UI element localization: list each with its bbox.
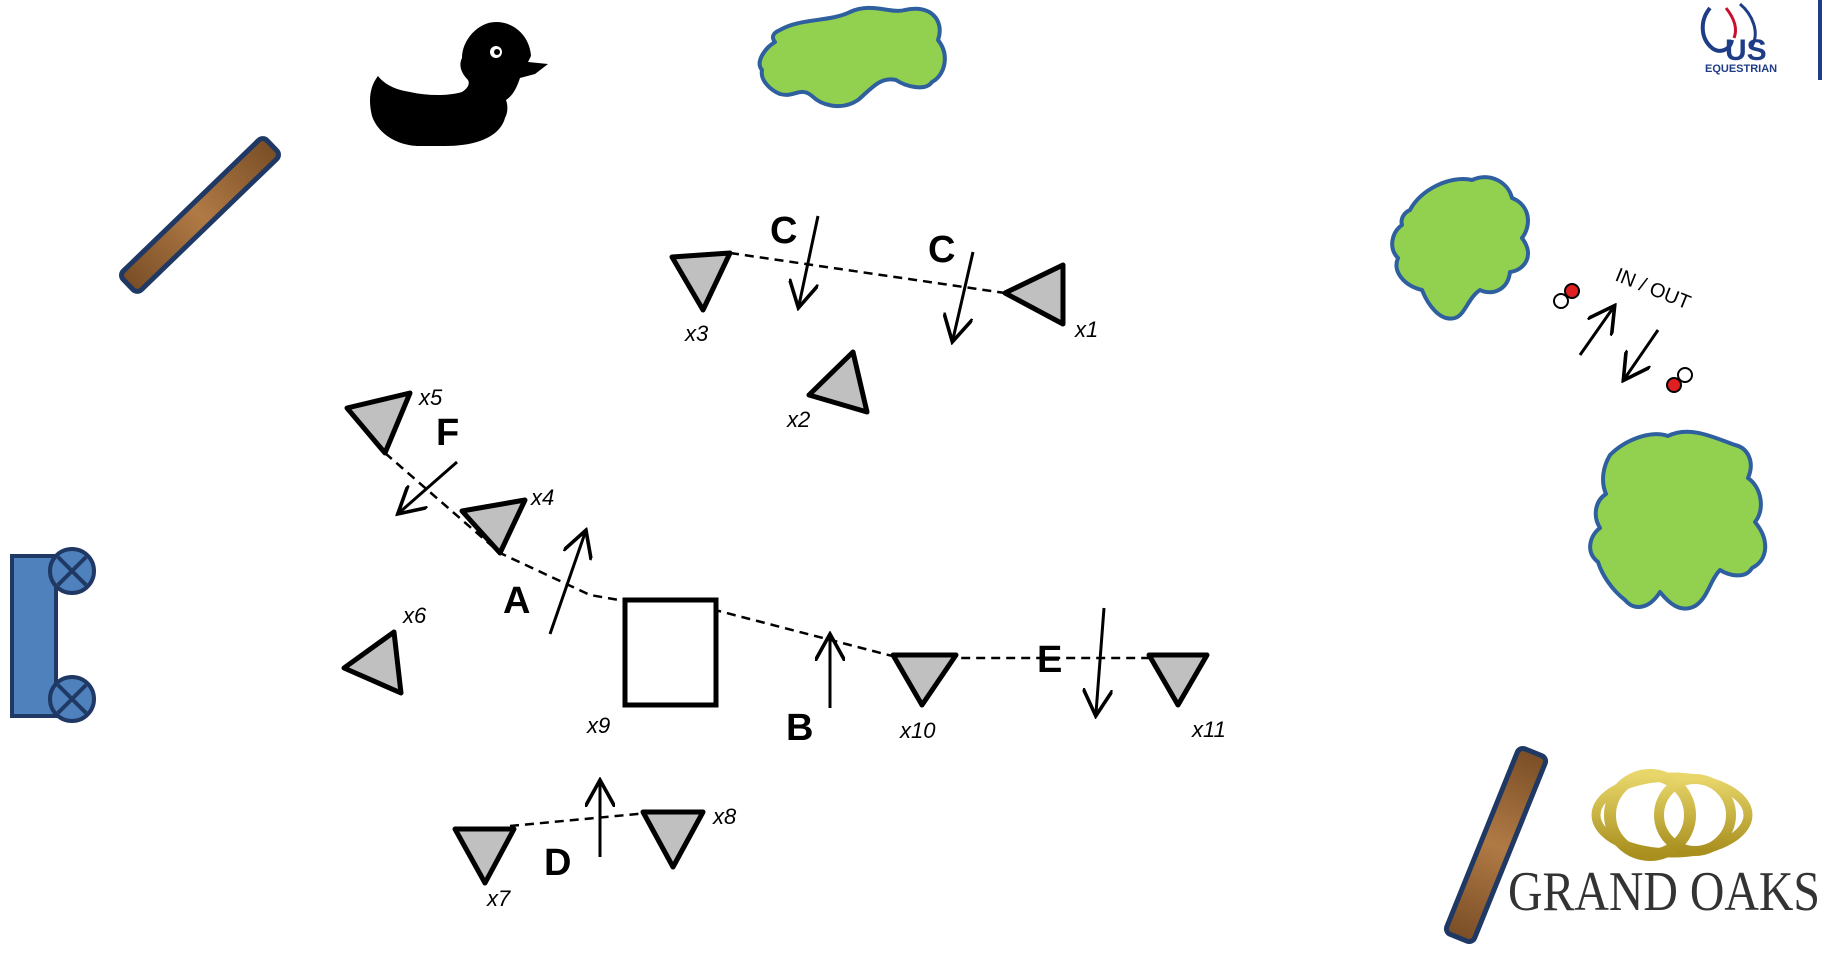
route-f-a-b-e [384,452,1150,660]
flag-x3 [669,250,733,313]
cart-obstacle-icon [10,547,96,723]
pond-right-lower [1588,429,1768,611]
us-equestrian-logo: US EQUESTRIAN [1700,0,1822,80]
flag-x6 [341,629,404,696]
grand-oaks-text: GRAND OAKS [1508,861,1820,923]
in-out-gate: IN / OUT [1553,264,1694,393]
arrow-out [1625,329,1660,378]
label-x7: x7 [486,886,511,911]
gate-marker-red-2 [1666,377,1682,393]
label-x1: x1 [1074,317,1098,342]
gate-marker-white-2 [1677,367,1693,383]
label-x9: x9 [586,713,610,738]
pond-right-upper [1390,175,1530,321]
letter-a: A [503,580,530,622]
arrow-a [548,533,585,635]
route-c [729,251,1006,295]
flag-x10 [890,652,959,708]
label-x6: x6 [402,603,427,628]
flag-x11 [1146,652,1210,708]
flag-x8 [640,809,706,870]
usef-equestrian-text: EQUESTRIAN [1705,63,1777,75]
course-flags [341,250,1210,886]
arrow-in [1578,308,1613,356]
box-x9 [622,597,719,708]
letter-labels: C C F A B E D [436,210,1062,884]
flag-x7 [452,826,517,886]
direction-arrows [400,215,1660,857]
label-x5: x5 [418,385,443,410]
label-x4: x4 [530,485,554,510]
arrow-e [1096,607,1104,713]
route-d [509,811,649,828]
gate-marker-white-1 [1553,293,1569,309]
pond-top [757,6,947,109]
usef-us-text: US [1725,34,1767,67]
gate-marker-red-1 [1564,283,1580,299]
flag-x5 [344,390,413,456]
letter-b: B [786,707,813,749]
logs [119,136,1549,945]
log-top-left [119,136,281,294]
letter-e: E [1037,639,1062,681]
rubber-duck-icon [370,22,548,146]
letter-c1: C [770,210,797,252]
arrow-c2 [953,251,975,339]
arrow-c1 [799,215,820,305]
letter-f: F [436,412,459,454]
label-x3: x3 [684,321,709,346]
letter-c2: C [928,229,955,271]
flag-x2 [806,349,870,415]
grand-oaks-logo: GRAND OAKS [1508,769,1820,923]
flag-x4 [459,497,528,556]
arrow-f [400,460,458,512]
in-out-label: IN / OUT [1612,264,1693,314]
log-bottom-right [1443,745,1549,945]
label-x10: x10 [899,718,936,743]
ponds [757,6,1768,611]
label-x11: x11 [1191,717,1226,742]
label-x8: x8 [712,804,737,829]
letter-d: D [544,842,571,884]
obstacle-labels: x1 x2 x3 x4 x5 x6 x7 x8 x9 x10 x11 [402,317,1226,911]
label-x2: x2 [786,407,810,432]
flag-x1 [1002,262,1066,327]
